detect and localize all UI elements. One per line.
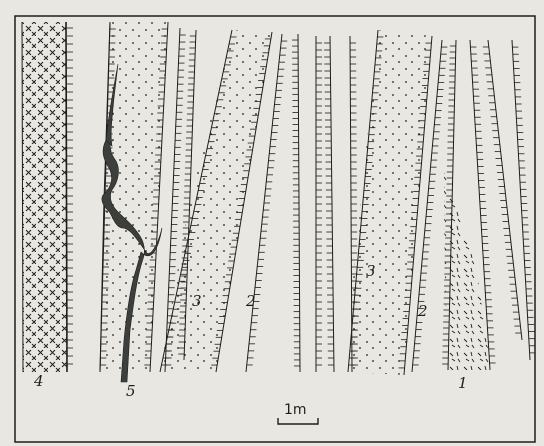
unit-3-left-band	[160, 30, 272, 372]
label-unit-5: 5	[126, 382, 136, 400]
unit-3-right-band	[348, 30, 432, 375]
unit-4-band	[22, 22, 67, 372]
unit-4-hatch	[67, 28, 73, 364]
unit-4-right-edge	[66, 22, 67, 372]
label-unit-3-left: 3	[192, 292, 202, 310]
scale-label: 1m	[284, 402, 307, 418]
label-unit-2-left: 2	[245, 292, 256, 310]
scale-bar	[278, 418, 318, 424]
label-unit-2-right: 2	[417, 302, 428, 320]
label-unit-3-right: 3	[366, 262, 376, 280]
label-unit-4: 4	[33, 372, 44, 390]
label-unit-1: 1	[458, 374, 468, 392]
boundary-line	[488, 40, 522, 340]
